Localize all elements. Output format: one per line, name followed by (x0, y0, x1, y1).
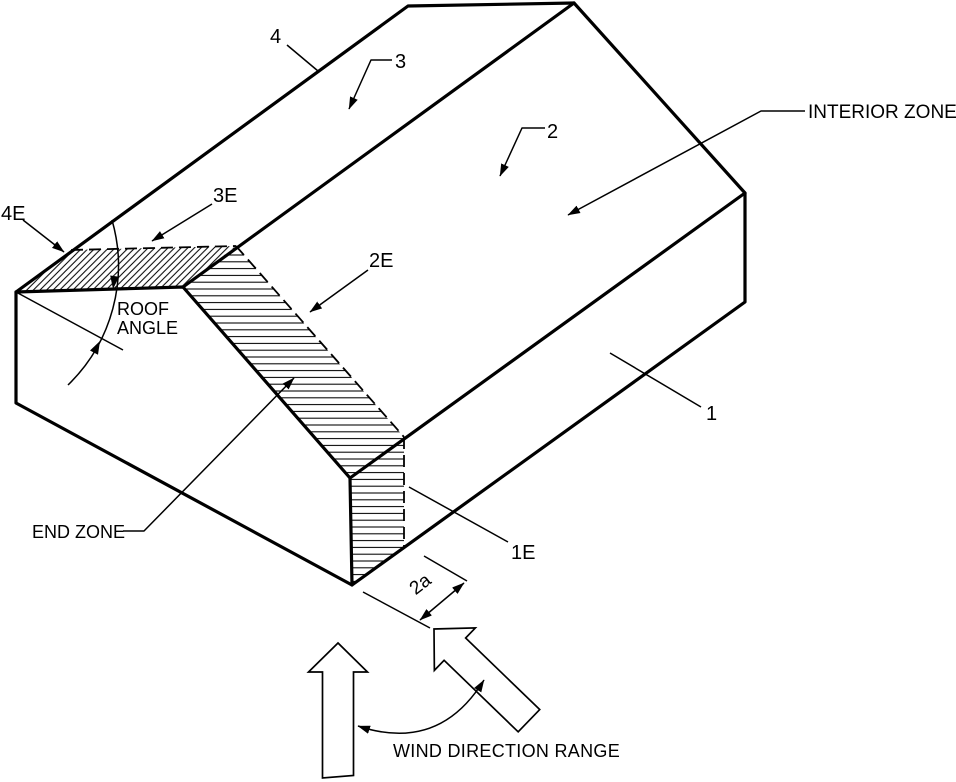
right-eave-edge (348, 191, 747, 480)
roof-angle-arc (67, 219, 120, 386)
zone-3-leader (348, 59, 392, 110)
end-zone-label: END ZONE (32, 522, 125, 542)
zone-2e-label: 2E (369, 250, 393, 272)
ridge-edge (181, 1, 576, 289)
roof-angle-label-line1: ROOF (117, 299, 169, 319)
wind-arrow-slanted-icon (433, 627, 541, 734)
dimension-2a-extension-near (362, 591, 431, 629)
roof-angle-arrow-lower-icon (90, 341, 100, 355)
end-zone-2e-hatch (183, 246, 404, 478)
end-zone-3e-hatch (16, 246, 236, 292)
wind-arrow-vertical-icon (306, 641, 370, 779)
end-zone-1e-hatch (350, 437, 404, 585)
zone-3e-label: 3E (213, 185, 237, 207)
zone-2e-leader (309, 269, 369, 313)
zone-3-label: 3 (395, 51, 406, 73)
roof-angle-arrow-upper-icon (110, 275, 120, 289)
zone-2-leader (499, 127, 545, 177)
gable-end-edges (14, 285, 354, 587)
zone-4-label: 4 (270, 26, 281, 48)
roof-angle-label-line2: ANGLE (117, 318, 178, 338)
wind-direction-range-arc (357, 679, 485, 734)
zone-1-label: 1 (706, 403, 717, 425)
zone-4e-leader (22, 219, 65, 253)
zone-4-leader (286, 44, 319, 72)
roof-angle-reference-line (15, 291, 124, 351)
end-zone-leader (123, 377, 295, 532)
zone-2-label: 2 (547, 121, 558, 143)
dimension-2a-extension-far (423, 555, 468, 582)
dimension-2a-label: 2a (406, 570, 436, 600)
end-zone-boundary-right-roof (235, 245, 405, 438)
interior-zone-label: INTERIOR ZONE (808, 102, 956, 123)
zone-4e-label: 4E (1, 203, 25, 225)
interior-zone-leader (567, 110, 805, 216)
end-zone-boundary-left-roof (70, 245, 237, 251)
zone-3e-leader (151, 203, 213, 242)
building-outline (14, 1, 747, 587)
wind-direction-range-label: WIND DIRECTION RANGE (393, 741, 620, 761)
zone-1e-leader (408, 486, 509, 543)
zone-1e-label: 1E (511, 542, 535, 564)
zone-1-leader (609, 352, 702, 408)
dimension-2a-line (419, 582, 465, 621)
